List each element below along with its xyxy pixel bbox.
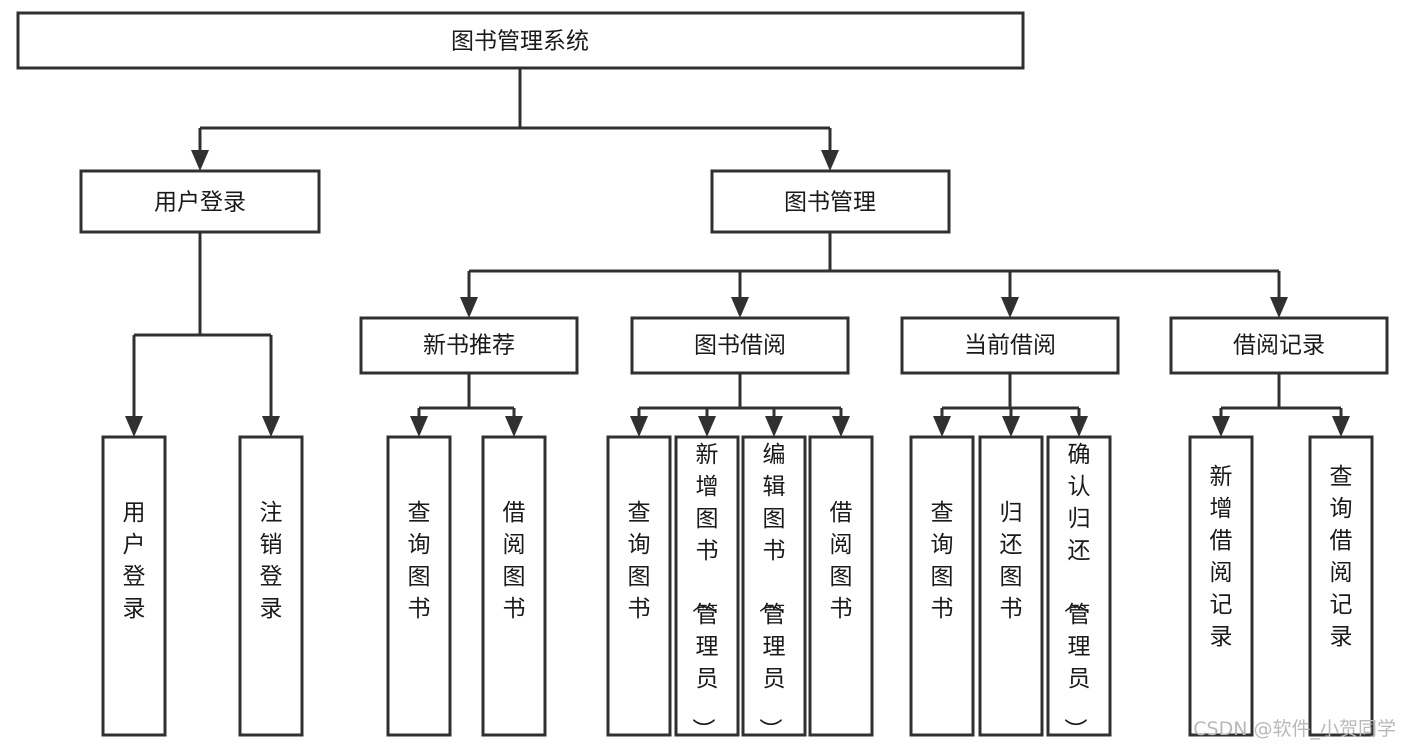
node-new-book-recommend-label: 新书推荐 <box>423 333 515 359</box>
node-borrow-record-label: 借阅记录 <box>1233 333 1325 359</box>
node-root-label: 图书管理系统 <box>451 29 589 55</box>
leaf-bb-borrow-book-label: 借阅图书 <box>830 500 853 622</box>
node-root[interactable]: 图书管理系统 <box>16 11 1025 70</box>
node-book-borrow[interactable]: 图书借阅 <box>630 316 850 375</box>
leaf-br-query-record-label: 查询借阅记录 <box>1330 464 1353 650</box>
arrow-head-cb-leaf-1 <box>933 416 951 437</box>
leaf-nb-query-book-label: 查询图书 <box>408 500 431 622</box>
node-user-login[interactable]: 用户登录 <box>79 169 321 234</box>
leaf-br-add-record-box[interactable] <box>1188 435 1254 737</box>
leaf-node[interactable]: 查询图书 <box>909 435 975 737</box>
leaf-cb-confirm-return-label: 确认归还（管理员） <box>1062 442 1091 741</box>
node-current-borrow[interactable]: 当前借阅 <box>900 316 1120 375</box>
connector-layer <box>125 68 1350 437</box>
leaf-logout-box[interactable] <box>238 435 304 737</box>
leaf-br-add-record-label: 新增借阅记录 <box>1210 464 1233 650</box>
arrow-head-user-login <box>191 150 209 171</box>
leaf-node[interactable]: 借阅图书 <box>481 435 547 737</box>
node-root-box[interactable] <box>16 11 1025 70</box>
node-current-borrow-box[interactable] <box>900 316 1120 375</box>
leaf-cb-query-book-label: 查询图书 <box>931 500 954 622</box>
arrow-head-nb-leaf-1 <box>410 416 428 437</box>
leaf-bb-borrow-book-box[interactable] <box>808 435 874 737</box>
arrow-head-new-book <box>460 297 478 318</box>
leaf-node[interactable]: 新增借阅记录 <box>1188 435 1254 737</box>
node-book-borrow-label: 图书借阅 <box>694 333 786 359</box>
arrow-head-cb-leaf-3 <box>1070 416 1088 437</box>
leaf-bb-query-book-box[interactable] <box>606 435 672 737</box>
node-book-borrow-box[interactable] <box>630 316 850 375</box>
arrow-head-current-borrow <box>1001 297 1019 318</box>
leaf-nb-borrow-book-box[interactable] <box>481 435 547 737</box>
leaf-nb-query-book-box[interactable] <box>386 435 452 737</box>
leaf-node[interactable]: 注销登录 <box>238 435 304 737</box>
node-book-manage[interactable]: 图书管理 <box>710 169 951 234</box>
leaf-br-query-record-box[interactable] <box>1308 435 1374 737</box>
node-book-manage-label: 图书管理 <box>784 190 876 216</box>
arrow-head-borrow-record <box>1270 297 1288 318</box>
arrow-head-leaf-logout <box>262 416 280 437</box>
leaf-nb-borrow-book-label: 借阅图书 <box>503 500 526 622</box>
leaf-node[interactable]: 编辑图书（管理员） <box>741 435 807 741</box>
leaf-cb-return-book-label: 归还图书 <box>1000 500 1023 622</box>
arrow-head-book-manage <box>821 150 839 171</box>
arrow-head-br-leaf-1 <box>1212 416 1230 437</box>
leaf-bb-edit-book-label: 编辑图书（管理员） <box>757 442 786 741</box>
arrow-head-bb-leaf-1 <box>630 416 648 437</box>
arrow-head-bb-leaf-4 <box>832 416 850 437</box>
arrow-head-cb-leaf-2 <box>1002 416 1020 437</box>
arrow-head-br-leaf-2 <box>1332 416 1350 437</box>
leaf-node[interactable]: 归还图书 <box>978 435 1044 737</box>
leaf-node[interactable]: 用户登录 <box>101 435 167 737</box>
node-borrow-record-box[interactable] <box>1169 316 1389 375</box>
node-borrow-record[interactable]: 借阅记录 <box>1169 316 1389 375</box>
leaf-logout-label: 注销登录 <box>260 500 283 622</box>
arrow-head-bb-leaf-2 <box>698 416 716 437</box>
leaf-user-login-label: 用户登录 <box>123 500 146 622</box>
watermark-label: CSDN @软件_小贺同学 <box>1193 718 1396 740</box>
leaf-cb-return-book-box[interactable] <box>978 435 1044 737</box>
node-new-book-recommend-box[interactable] <box>359 316 579 375</box>
node-book-manage-box[interactable] <box>710 169 951 234</box>
arrow-head-book-borrow <box>731 297 749 318</box>
leaf-bb-add-book-label: 新增图书（管理员） <box>690 442 719 741</box>
node-user-login-box[interactable] <box>79 169 321 234</box>
arrow-head-bb-leaf-3 <box>765 416 783 437</box>
leaf-node[interactable]: 借阅图书 <box>808 435 874 737</box>
leaf-node[interactable]: 查询图书 <box>606 435 672 737</box>
leaf-bb-query-book-label: 查询图书 <box>628 500 651 622</box>
leaf-node[interactable]: 查询图书 <box>386 435 452 737</box>
node-current-borrow-label: 当前借阅 <box>964 333 1056 359</box>
leaf-node[interactable]: 新增图书（管理员） <box>674 435 740 741</box>
arrow-head-leaf-user-login <box>125 416 143 437</box>
leaf-user-login-box[interactable] <box>101 435 167 737</box>
node-user-login-label: 用户登录 <box>154 190 246 216</box>
leaf-node[interactable]: 查询借阅记录 <box>1308 435 1374 737</box>
leaf-cb-confirm-return-box[interactable] <box>1046 435 1112 737</box>
leaf-bb-add-book-box[interactable] <box>674 435 740 737</box>
leaf-cb-query-book-box[interactable] <box>909 435 975 737</box>
leaf-node[interactable]: 确认归还（管理员） <box>1046 435 1112 741</box>
leaf-bb-edit-book-box[interactable] <box>741 435 807 737</box>
arrow-head-nb-leaf-2 <box>505 416 523 437</box>
node-new-book-recommend[interactable]: 新书推荐 <box>359 316 579 375</box>
